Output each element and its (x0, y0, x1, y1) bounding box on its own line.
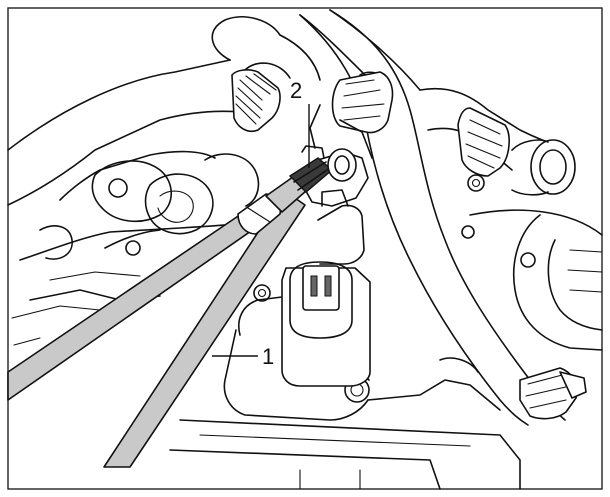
frame-border (7, 7, 603, 490)
port-fitting (327, 148, 357, 182)
hose-clamp-upper-middle (331, 71, 394, 134)
hose-clamp-left (231, 69, 281, 133)
callout-2: 2 (290, 78, 310, 168)
pipe-outlet-right (530, 139, 576, 195)
sensor-housing (281, 189, 371, 387)
callout-1: 1 (212, 344, 274, 369)
vacuum-hose-assembly (7, 145, 357, 468)
vacuum-hose-lower (103, 195, 306, 468)
engine-background (7, 9, 603, 490)
callout-2-label: 2 (290, 78, 302, 103)
hose-clamp-lower-right (519, 367, 587, 420)
hose-clamp-right (457, 107, 510, 177)
callout-1-label: 1 (262, 344, 274, 369)
sensor-connector (302, 265, 340, 311)
